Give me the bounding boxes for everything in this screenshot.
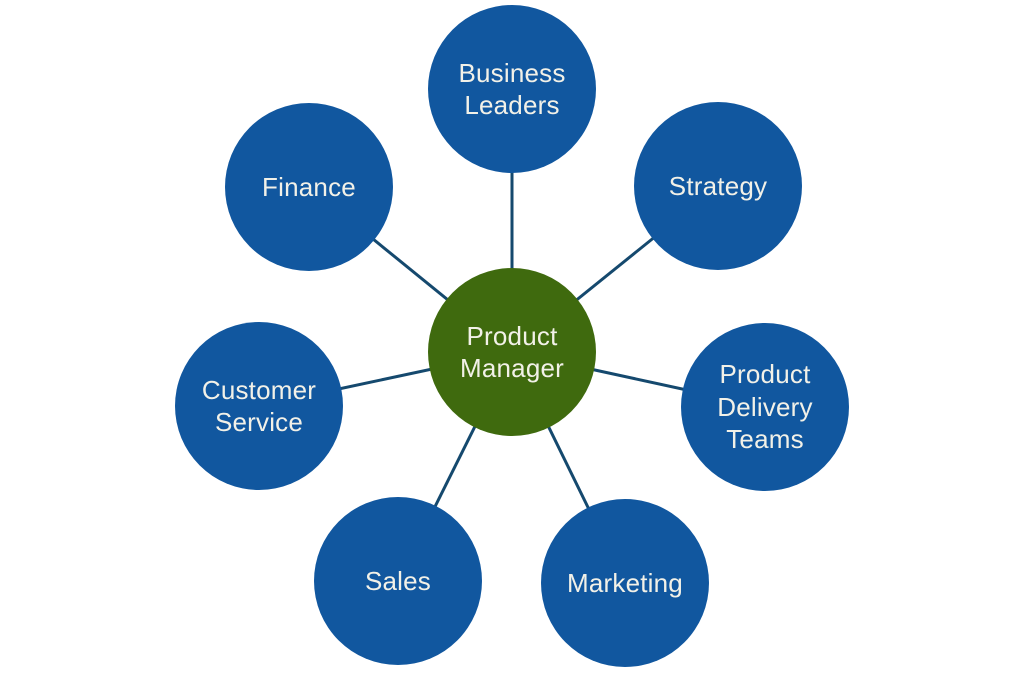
node-product-manager-hub: Product Manager xyxy=(428,268,596,436)
node-label: Strategy xyxy=(668,170,768,201)
node-label: Product Delivery Teams xyxy=(717,359,813,455)
node-label: Customer Service xyxy=(201,374,317,438)
node-label: Business Leaders xyxy=(458,57,566,121)
node-label: Finance xyxy=(262,171,356,202)
hub-label: Product Manager xyxy=(459,320,565,384)
node-label: Sales xyxy=(364,565,432,596)
node-label: Marketing xyxy=(567,567,683,598)
node-marketing: Marketing xyxy=(541,499,709,667)
node-strategy: Strategy xyxy=(634,102,802,270)
node-business-leaders: Business Leaders xyxy=(428,5,596,173)
node-customer-service: Customer Service xyxy=(175,322,343,490)
node-product-delivery-teams: Product Delivery Teams xyxy=(681,323,849,491)
node-finance: Finance xyxy=(225,103,393,271)
node-sales: Sales xyxy=(314,497,482,665)
